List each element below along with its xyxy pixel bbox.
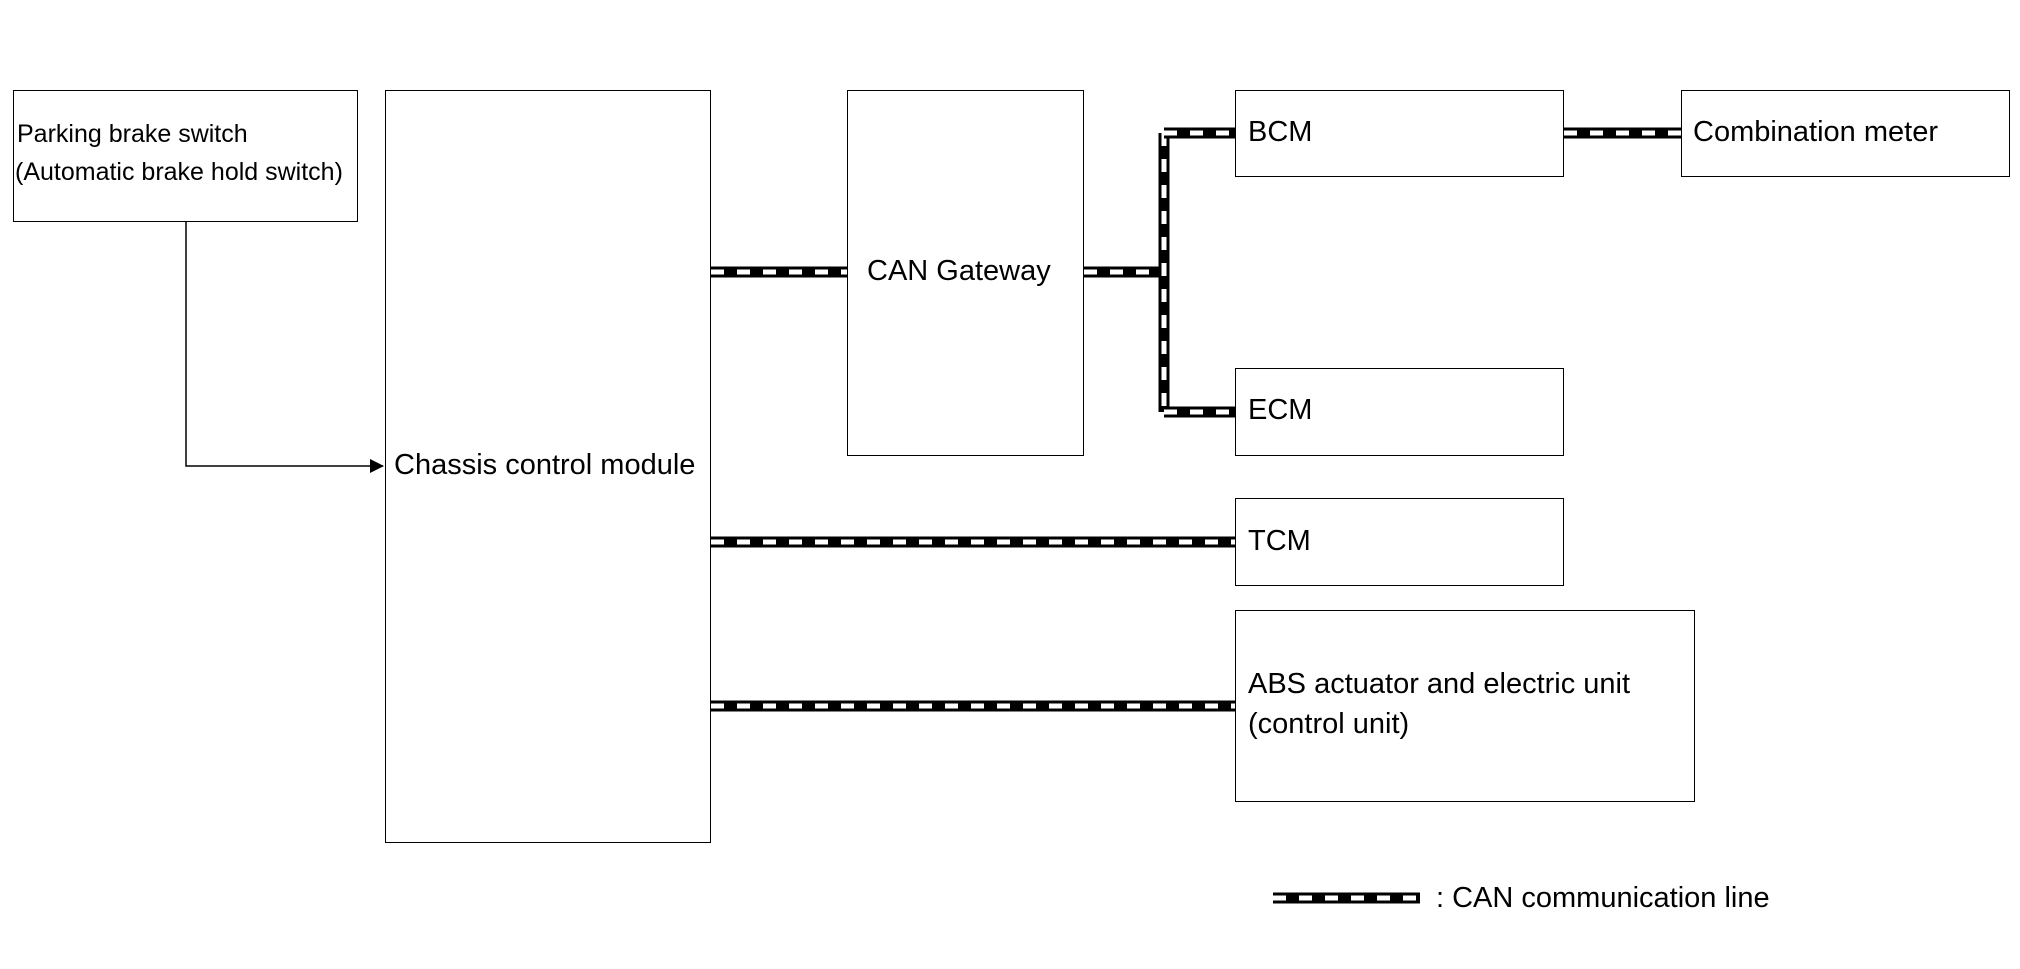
- tcm-label: TCM: [1248, 525, 1311, 557]
- abs-unit-sublabel: (control unit): [1248, 708, 1410, 740]
- tcm-box: [1235, 498, 1564, 586]
- combination-meter-box: [1681, 90, 2010, 177]
- parking-brake-switch-sublabel: (Automatic brake hold switch): [15, 158, 343, 186]
- can-gateway-box: [847, 90, 1084, 456]
- abs-unit-label: ABS actuator and electric unit: [1248, 668, 1631, 700]
- can-gateway-label: CAN Gateway: [867, 255, 1051, 287]
- chassis-control-module-box: [385, 90, 711, 843]
- bcm-label: BCM: [1248, 116, 1313, 148]
- abs-unit-box: [1235, 610, 1695, 802]
- ecm-box: [1235, 368, 1564, 456]
- bcm-box: [1235, 90, 1564, 177]
- parking-brake-switch-box: [13, 90, 358, 222]
- parking-brake-switch-label: Parking brake switch: [17, 120, 248, 148]
- can-line-gateway-bcm-ecm: [1084, 127, 1235, 418]
- chassis-control-module-label: Chassis control module: [394, 449, 696, 481]
- ecm-label: ECM: [1248, 394, 1313, 426]
- signal-line-parking-brake: [185, 222, 384, 473]
- combination-meter-label: Combination meter: [1693, 116, 1938, 148]
- legend-can-line-label: : CAN communication line: [1436, 882, 1770, 914]
